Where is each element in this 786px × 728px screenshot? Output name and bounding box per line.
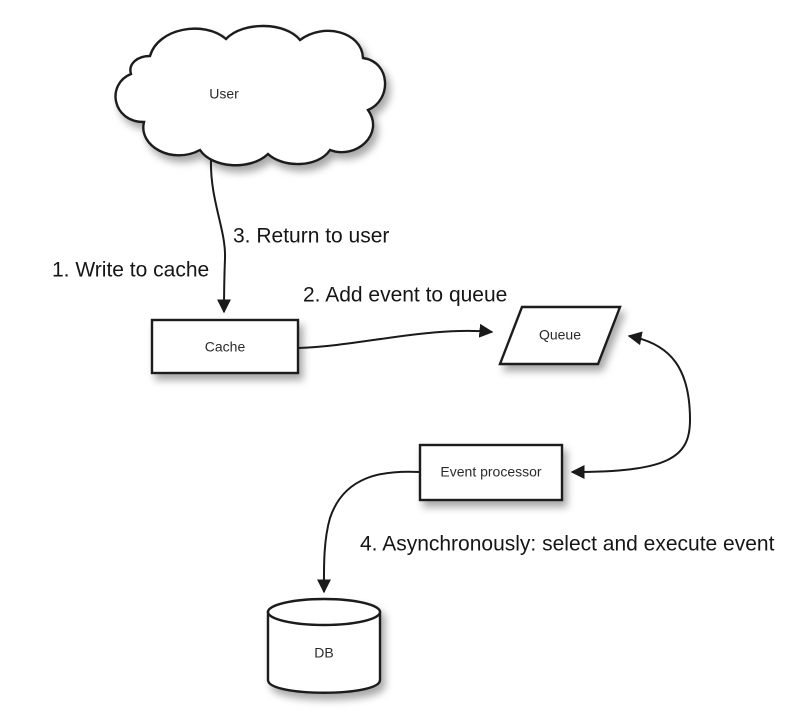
edge-processor-to-db [316, 470, 421, 594]
cloud-shape [114, 24, 387, 167]
node-cache[interactable]: Cache [150, 318, 300, 375]
node-event-processor-label: Event processor [440, 464, 541, 480]
node-user[interactable]: User [114, 24, 387, 167]
db-body-shape [266, 610, 382, 694]
edge-user-to-cache [209, 159, 232, 314]
node-db-label: DB [314, 645, 333, 661]
node-db[interactable]: DB [266, 597, 382, 694]
edge-label-step1: 1. Write to cache [52, 259, 209, 282]
edge-label-step4: 4. Asynchronously: select and execute ev… [360, 533, 775, 556]
node-cache-label: Cache [205, 339, 246, 355]
edge-label-step2: 2. Add event to queue [303, 284, 507, 307]
node-event-processor[interactable]: Event processor [418, 443, 564, 502]
event-processor-shape [418, 443, 564, 502]
edge-cache-to-queue [297, 323, 494, 349]
node-queue[interactable]: Queue [498, 305, 622, 366]
node-user-label: User [209, 86, 239, 102]
edge-queue-to-processor [570, 331, 692, 479]
node-queue-label: Queue [539, 327, 581, 343]
edge-label-step3: 3. Return to user [233, 225, 389, 248]
db-top-ellipse [266, 597, 382, 627]
cache-shape [150, 318, 300, 375]
